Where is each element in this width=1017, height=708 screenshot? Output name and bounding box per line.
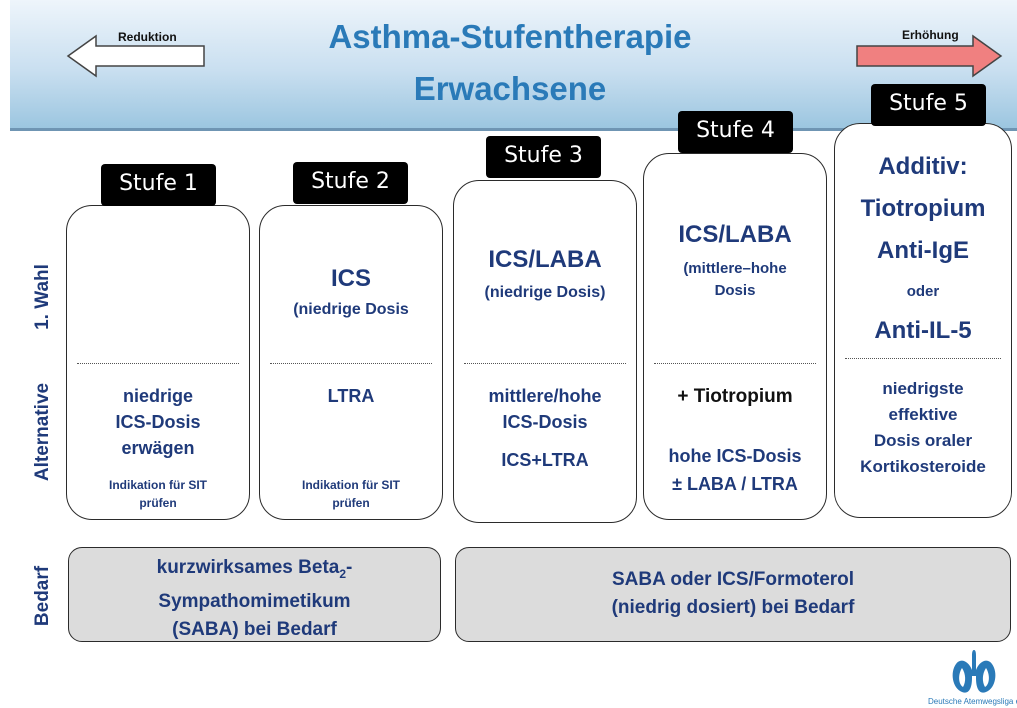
- stage-2-box: ICS (niedrige Dosis LTRA Indikation für …: [259, 205, 443, 520]
- bedarf-box-left: kurzwirksames Beta2- Sympathomimetikum (…: [68, 547, 441, 642]
- logo-caption: Deutsche Atemwegsliga e: [928, 697, 1017, 706]
- stage-5-first-line-1: Additiv:: [878, 153, 968, 180]
- stage-3-alt-extra: ICS+LTRA: [501, 450, 589, 470]
- stage-5-box: Additiv: Tiotropium Anti-IgE oder Anti-I…: [834, 123, 1012, 518]
- stage-4-alt-main: + Tiotropium: [677, 386, 793, 407]
- atemwegsliga-logo-icon: [952, 650, 996, 693]
- reduction-label: Reduktion: [118, 30, 177, 44]
- stage-2-tab: Stufe 2: [293, 162, 408, 204]
- bedarf-left-line-1: kurzwirksames Beta2-: [156, 557, 353, 581]
- stage-1-note-line-2: prüfen: [139, 496, 177, 510]
- stage-4-box: ICS/LABA (mittlere–hohe Dosis + Tiotropi…: [643, 153, 827, 520]
- stage-5-alt-line-2: effektive: [888, 405, 958, 424]
- stage-2-note-line-2: prüfen: [332, 496, 370, 510]
- bedarf-box-right: SABA oder ICS/Formoterol (niedrig dosier…: [455, 547, 1011, 642]
- stage-1-alt-line-2: ICS-Dosis: [115, 412, 201, 432]
- stage-5-tab: Stufe 5: [871, 84, 986, 126]
- stage-5-first-line-2: Tiotropium: [860, 195, 986, 222]
- stage-1-note-line-1: Indikation für SIT: [109, 478, 207, 492]
- stage-4-alt-line-1: hohe ICS-Dosis: [668, 446, 802, 466]
- title-line-2: Erwachsene: [413, 70, 607, 107]
- header-divider: [10, 128, 1017, 131]
- stage-3-box: ICS/LABA (niedrige Dosis) mittlere/hohe …: [453, 180, 637, 523]
- bedarf-right-line-2: (niedrig dosiert) bei Bedarf: [611, 597, 855, 618]
- stage-3-first-sub: (niedrige Dosis): [484, 284, 606, 301]
- bedarf-left-line-2: Sympathomimetikum: [158, 590, 351, 612]
- title-line-1: Asthma-Stufentherapie: [328, 18, 692, 55]
- stage-4-first-sub-1: (mittlere–hohe: [683, 260, 787, 277]
- stage-5-alt-line-1: niedrigste: [882, 379, 964, 398]
- bedarf-left-line-3: (SABA) bei Bedarf: [172, 618, 337, 640]
- stage-3-alt-line-1: mittlere/hohe: [488, 386, 602, 406]
- stage-4-first-main: ICS/LABA: [678, 221, 792, 248]
- increase-arrow-icon: [856, 34, 1003, 78]
- stage-5-alt-line-4: Kortikosteroide: [860, 457, 986, 476]
- stage-5-first-or: oder: [906, 283, 940, 300]
- stage-3-first-main: ICS/LABA: [488, 246, 602, 273]
- increase-label: Erhöhung: [902, 28, 959, 42]
- reduction-arrow-icon: [66, 34, 205, 78]
- stage-5-first-last: Anti-IL-5: [874, 317, 972, 344]
- stage-4-first-sub-2: Dosis: [714, 282, 756, 299]
- stage-2-alt-line-1: LTRA: [327, 386, 375, 406]
- row-label-alternative: Alternative: [32, 382, 53, 482]
- stage-1-alt-line-3: erwägen: [121, 438, 195, 458]
- stage-1-box: niedrige ICS-Dosis erwägen Indikation fü…: [66, 205, 250, 520]
- row-label-first-choice: 1. Wahl: [32, 264, 53, 330]
- stage-5-alt-line-3: Dosis oraler: [873, 431, 973, 450]
- stage-2-first-main: ICS: [330, 265, 371, 292]
- stage-3-tab: Stufe 3: [486, 136, 601, 178]
- stage-4-tab: Stufe 4: [678, 111, 793, 153]
- stage-5-first-line-3: Anti-IgE: [877, 237, 969, 264]
- stage-1-alt-line-1: niedrige: [122, 386, 193, 406]
- stage-1-tab: Stufe 1: [101, 164, 216, 206]
- row-label-bedarf: Bedarf: [32, 565, 53, 627]
- stage-2-note-line-1: Indikation für SIT: [302, 478, 400, 492]
- stage-2-first-sub: (niedrige Dosis: [293, 301, 409, 318]
- stage-3-alt-line-2: ICS-Dosis: [502, 412, 588, 432]
- bedarf-right-line-1: SABA oder ICS/Formoterol: [611, 569, 855, 590]
- stage-4-alt-line-2: ± LABA / LTRA: [672, 474, 798, 494]
